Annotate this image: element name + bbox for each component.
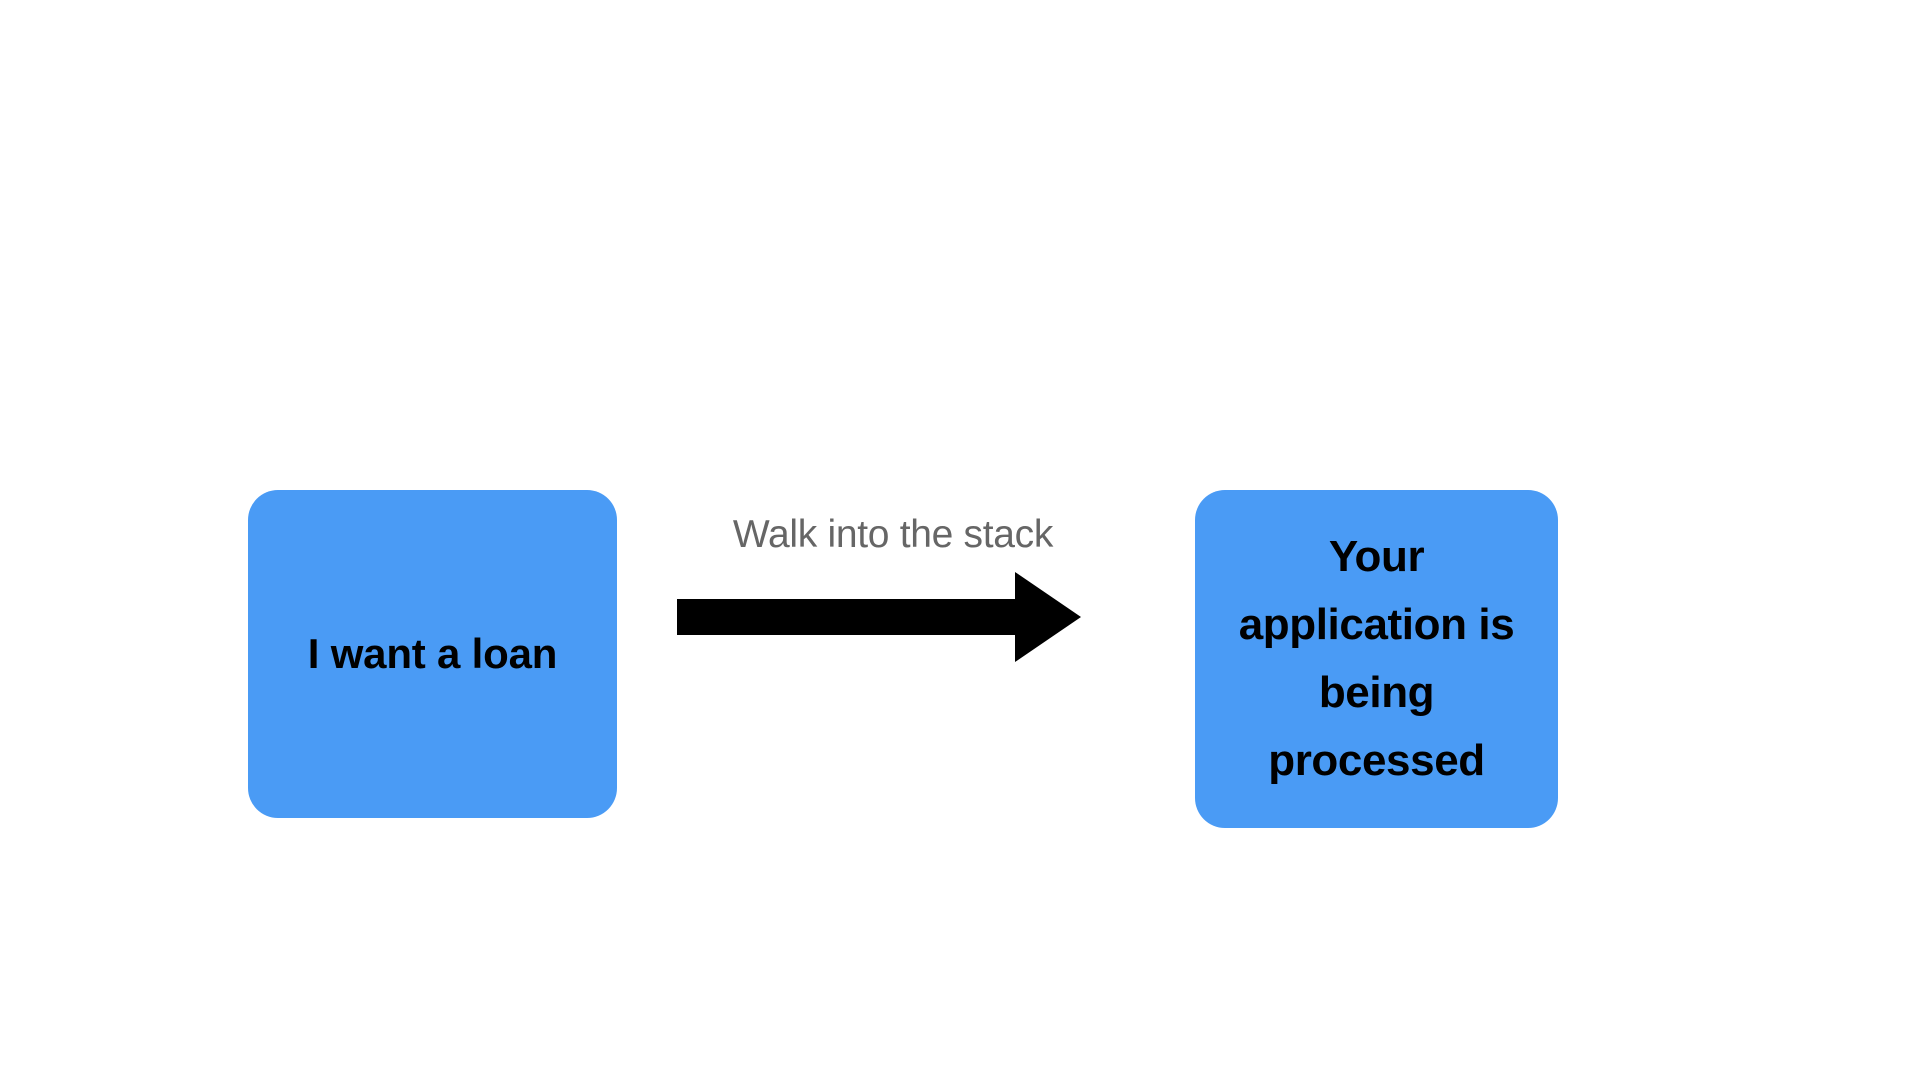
flow-edge-label: Walk into the stack <box>732 513 1054 556</box>
flow-node-status[interactable]: Your application is being processed <box>1195 490 1558 828</box>
flow-node-status-label: Your application is being processed <box>1238 532 1515 785</box>
flow-node-request[interactable]: I want a loan <box>248 490 617 818</box>
arrow-right-icon <box>677 572 1081 662</box>
flow-edge-walk-into-stack: Walk into the stack <box>617 500 1195 670</box>
flow-node-request-label: I want a loan <box>307 630 558 678</box>
